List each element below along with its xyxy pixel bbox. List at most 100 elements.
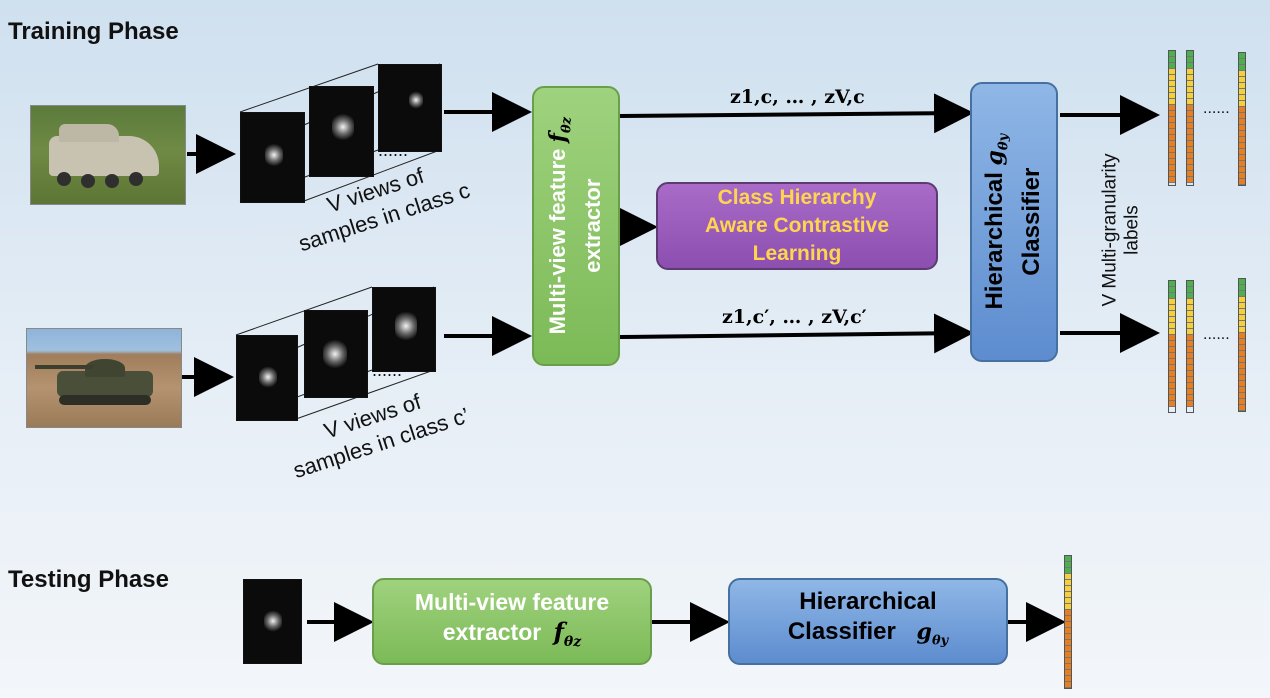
embedding-label-class-c: z1,c, … , zV,c — [730, 86, 865, 108]
label-vector-top-1 — [1168, 50, 1176, 186]
label-vector-cell — [1065, 676, 1071, 682]
sar-view-2-class-c-prime — [304, 310, 368, 398]
label-vector-cell — [1239, 363, 1245, 369]
label-vector-cell — [1169, 129, 1175, 135]
label-vector-cell — [1169, 117, 1175, 123]
label-vector-cell — [1187, 129, 1193, 135]
label-vector-cell — [1187, 141, 1193, 147]
label-vector-cell — [1239, 167, 1245, 173]
label-vector-cell — [1239, 297, 1245, 303]
label-vector-cell — [1065, 598, 1071, 604]
label-vector-cell — [1239, 357, 1245, 363]
label-vector-cell — [1239, 101, 1245, 107]
label-vector-cell — [1239, 179, 1245, 185]
testing-phase-title: Testing Phase — [8, 566, 169, 593]
label-vector-cell — [1065, 670, 1071, 676]
label-vector-cell — [1187, 93, 1193, 99]
label-vector-cell — [1187, 359, 1193, 365]
label-vector-cell — [1065, 622, 1071, 628]
label-vector-cell — [1187, 395, 1193, 401]
label-vector-cell — [1239, 375, 1245, 381]
contrastive-learning-box: Class Hierarchy Aware Contrastive Learni… — [656, 182, 938, 270]
label-vector-cell — [1065, 568, 1071, 574]
label-vector-bottom-3 — [1238, 278, 1246, 412]
label-vector-cell — [1169, 347, 1175, 353]
label-vector-cell — [1239, 155, 1245, 161]
label-vector-cell — [1239, 131, 1245, 137]
test-label-vector — [1064, 555, 1072, 689]
label-vector-cell — [1239, 315, 1245, 321]
label-vector-cell — [1169, 287, 1175, 293]
label-vector-cell — [1169, 51, 1175, 57]
label-vector-cell — [1239, 339, 1245, 345]
sar-view-2-class-c — [309, 86, 374, 177]
views-ellipsis-c-prime: ...... — [372, 360, 403, 380]
label-vector-cell — [1187, 153, 1193, 159]
label-vector-cell — [1187, 111, 1193, 117]
label-vector-cell — [1239, 161, 1245, 167]
label-vector-cell — [1187, 117, 1193, 123]
label-vector-cell — [1187, 159, 1193, 165]
label-vector-cell — [1169, 353, 1175, 359]
label-vector-cell — [1169, 111, 1175, 117]
label-vector-cell — [1169, 63, 1175, 69]
embedding-label-class-c-prime: z1,c′, … , zV,c′ — [722, 306, 867, 328]
label-vector-cell — [1169, 359, 1175, 365]
label-vector-cell — [1239, 369, 1245, 375]
label-vector-cell — [1187, 171, 1193, 177]
label-vector-cell — [1065, 574, 1071, 580]
label-vector-cell — [1065, 634, 1071, 640]
label-vector-cell — [1169, 123, 1175, 129]
label-vector-cell — [1169, 165, 1175, 171]
label-vector-cell — [1169, 105, 1175, 111]
label-vector-cell — [1239, 291, 1245, 297]
label-vector-cell — [1239, 125, 1245, 131]
label-vector-cell — [1187, 341, 1193, 347]
label-vector-cell — [1065, 616, 1071, 622]
label-vector-cell — [1169, 341, 1175, 347]
label-vector-cell — [1187, 51, 1193, 57]
label-vector-cell — [1169, 171, 1175, 177]
label-vector-cell — [1239, 53, 1245, 59]
vehicle-photo-class-c-prime — [26, 328, 182, 428]
label-vector-cell — [1187, 287, 1193, 293]
label-vector-cell — [1169, 69, 1175, 75]
label-vector-cell — [1239, 173, 1245, 179]
label-vector-cell — [1169, 311, 1175, 317]
label-vector-cell — [1187, 299, 1193, 305]
label-vector-cell — [1187, 377, 1193, 383]
label-vector-cell — [1239, 285, 1245, 291]
label-vector-cell — [1239, 345, 1245, 351]
test-hierarchical-classifier-box: Hierarchical Classifier gθy — [728, 578, 1008, 665]
label-vector-cell — [1239, 405, 1245, 411]
label-vector-cell — [1065, 664, 1071, 670]
label-vector-cell — [1169, 299, 1175, 305]
label-vector-cell — [1187, 135, 1193, 141]
label-vector-top-3 — [1238, 52, 1246, 186]
label-vector-cell — [1239, 65, 1245, 71]
label-vector-cell — [1169, 371, 1175, 377]
label-vector-cell — [1169, 147, 1175, 153]
label-vector-cell — [1187, 383, 1193, 389]
label-vector-cell — [1169, 57, 1175, 63]
label-vector-cell — [1169, 395, 1175, 401]
label-vector-cell — [1239, 137, 1245, 143]
label-vector-cell — [1187, 323, 1193, 329]
label-vector-cell — [1239, 303, 1245, 309]
label-vector-cell — [1169, 87, 1175, 93]
label-vector-cell — [1169, 177, 1175, 183]
label-vector-cell — [1169, 99, 1175, 105]
label-vector-cell — [1169, 305, 1175, 311]
label-vector-cell — [1187, 105, 1193, 111]
label-vector-cell — [1239, 351, 1245, 357]
label-vector-cell — [1187, 281, 1193, 287]
label-vector-cell — [1169, 159, 1175, 165]
multi-view-feature-extractor-box: Multi-view feature fθz extractor — [532, 86, 620, 366]
test-multi-view-feature-extractor-box: Multi-view feature extractor fθz — [372, 578, 652, 665]
label-vector-cell — [1239, 279, 1245, 285]
label-vector-cell — [1187, 335, 1193, 341]
label-vector-cell — [1169, 329, 1175, 335]
label-vector-cell — [1169, 377, 1175, 383]
label-vector-cell — [1169, 153, 1175, 159]
label-vector-cell — [1169, 93, 1175, 99]
